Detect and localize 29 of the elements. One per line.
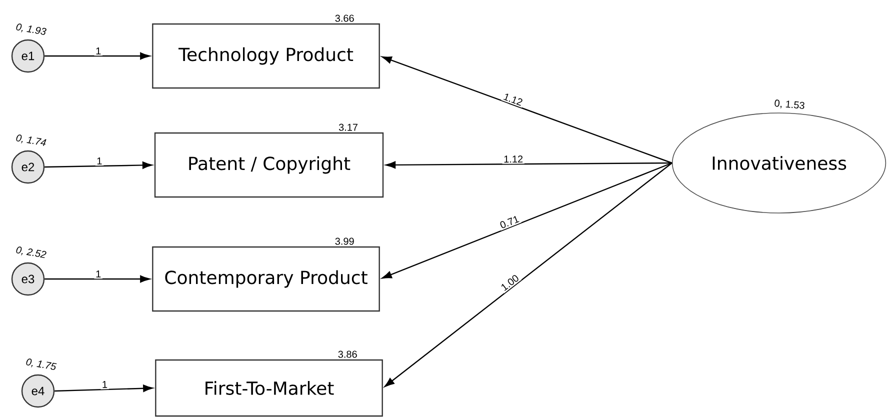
edge-label: 1 bbox=[95, 156, 104, 166]
variance-label: 0, 1.53 bbox=[774, 100, 804, 109]
variance-label: 0, 1.75 bbox=[26, 358, 57, 370]
arrow bbox=[44, 52, 150, 60]
intercept-label: 3.99 bbox=[335, 238, 354, 245]
edge-label: 1 bbox=[94, 46, 102, 56]
edge-label: 1.00 bbox=[498, 272, 522, 294]
intercept-label: 3.86 bbox=[338, 350, 357, 358]
variable-box: Technology Product bbox=[152, 23, 380, 89]
variable-box: Patent / Copyright bbox=[154, 132, 384, 198]
arrow bbox=[382, 56, 672, 164]
variable-box: First-To-Market bbox=[155, 359, 383, 417]
variance-label: 0, 2.52 bbox=[16, 246, 46, 258]
edge-label: 1 bbox=[100, 380, 109, 390]
arrow bbox=[382, 162, 672, 279]
variable-box: Contemporary Product bbox=[152, 246, 380, 312]
arrow bbox=[44, 275, 150, 283]
variance-label: 0, 1.74 bbox=[16, 134, 46, 146]
intercept-label: 3.66 bbox=[335, 14, 354, 22]
edge-label: 0.71 bbox=[497, 213, 522, 231]
edge-label: 1.12 bbox=[501, 91, 526, 108]
edge-label: 1 bbox=[94, 269, 102, 279]
arrow bbox=[44, 162, 152, 169]
arrow bbox=[386, 161, 672, 169]
variance-label: 0, 1.93 bbox=[16, 24, 46, 35]
edge-label: 1.12 bbox=[502, 154, 524, 164]
arrow bbox=[54, 384, 153, 392]
intercept-label: 3.17 bbox=[338, 124, 358, 131]
arrow bbox=[384, 162, 672, 387]
